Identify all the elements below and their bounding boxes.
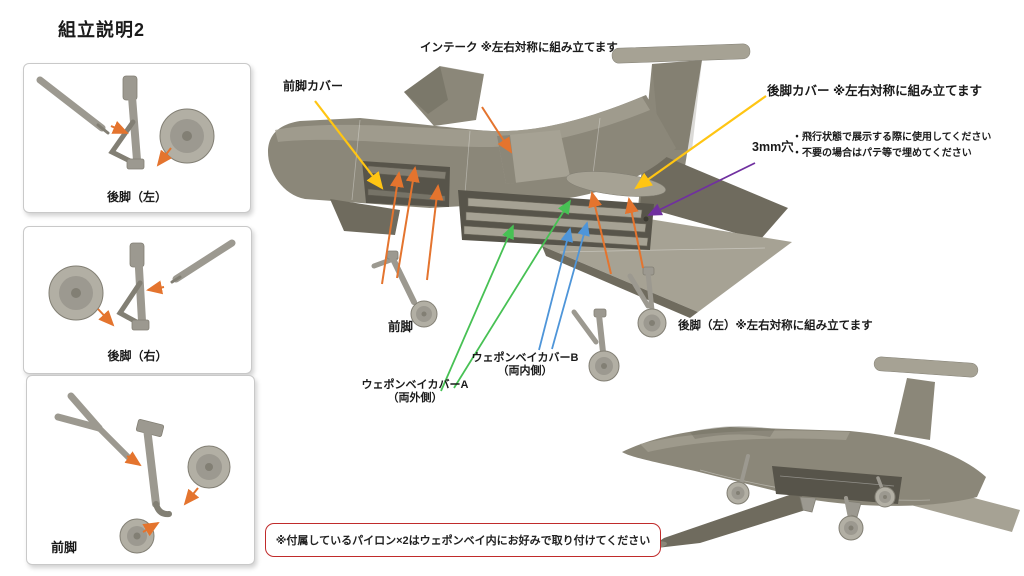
callout-front-gear-cover: 前脚カバー	[283, 79, 344, 93]
intake-part-render	[404, 65, 485, 126]
front-gear-part-render	[371, 250, 438, 328]
callout-weapon-bay-cover-b-line2: （両内側）	[497, 364, 553, 377]
rear-gear-left-part-render-2	[627, 266, 667, 338]
rear-gear-left-parts-render	[36, 75, 215, 170]
callout-3mm-hole-note-1: ・飛行状態で展示する際に使用してください	[792, 132, 992, 143]
panel-label: 後脚（左）	[106, 190, 167, 204]
rear-gear-right-parts-render	[48, 239, 236, 331]
panel-rear-gear-left: 後脚（左）	[23, 63, 251, 213]
panel-rear-gear-right: 後脚（右）	[23, 226, 252, 374]
callout-weapon-bay-cover-b: ウェポンベイカバーB （両内側）	[460, 352, 590, 378]
callout-front-gear: 前脚	[388, 320, 414, 334]
callout-weapon-bay-cover-b-line1: ウェポンベイカバーB	[471, 352, 579, 364]
callout-3mm-hole-note-2: ・不要の場合はパテ等で埋めてください	[792, 148, 972, 159]
callout-3mm-hole: 3mm穴	[752, 140, 794, 154]
callout-weapon-bay-cover-a-line2: （両外側）	[387, 391, 443, 404]
callout-intake: インテーク ※左右対称に組み立てます	[420, 42, 618, 54]
callout-arrows	[314, 95, 767, 392]
pylon-note-box: ※付属しているパイロン×2はウェポンベイ内にお好みで取り付けてください	[265, 523, 661, 557]
callout-rear-gear-cover: 後脚カバー ※左右対称に組み立てます	[767, 84, 983, 98]
callout-weapon-bay-cover-a-line1: ウェポンベイカバーA	[361, 379, 469, 391]
3mm-hole	[643, 216, 649, 222]
panel-label: 後脚（右）	[107, 349, 168, 363]
pylon-note-text: ※付属しているパイロン×2はウェポンベイ内にお好みで取り付けてください	[275, 535, 651, 547]
rear-gear-left-part-render	[571, 308, 620, 382]
front-gear-parts-render	[54, 392, 231, 554]
panel-label: 前脚	[51, 540, 78, 555]
page-title: 組立説明2	[58, 20, 146, 40]
panel-front-gear: 前脚	[26, 375, 255, 565]
callout-rear-gear-left: 後脚（左）※左右対称に組み立てます	[678, 320, 873, 332]
main-aircraft-render	[268, 43, 792, 318]
completed-aircraft-render	[622, 356, 1020, 549]
callout-weapon-bay-cover-a: ウェポンベイカバーA （両外側）	[350, 379, 480, 405]
